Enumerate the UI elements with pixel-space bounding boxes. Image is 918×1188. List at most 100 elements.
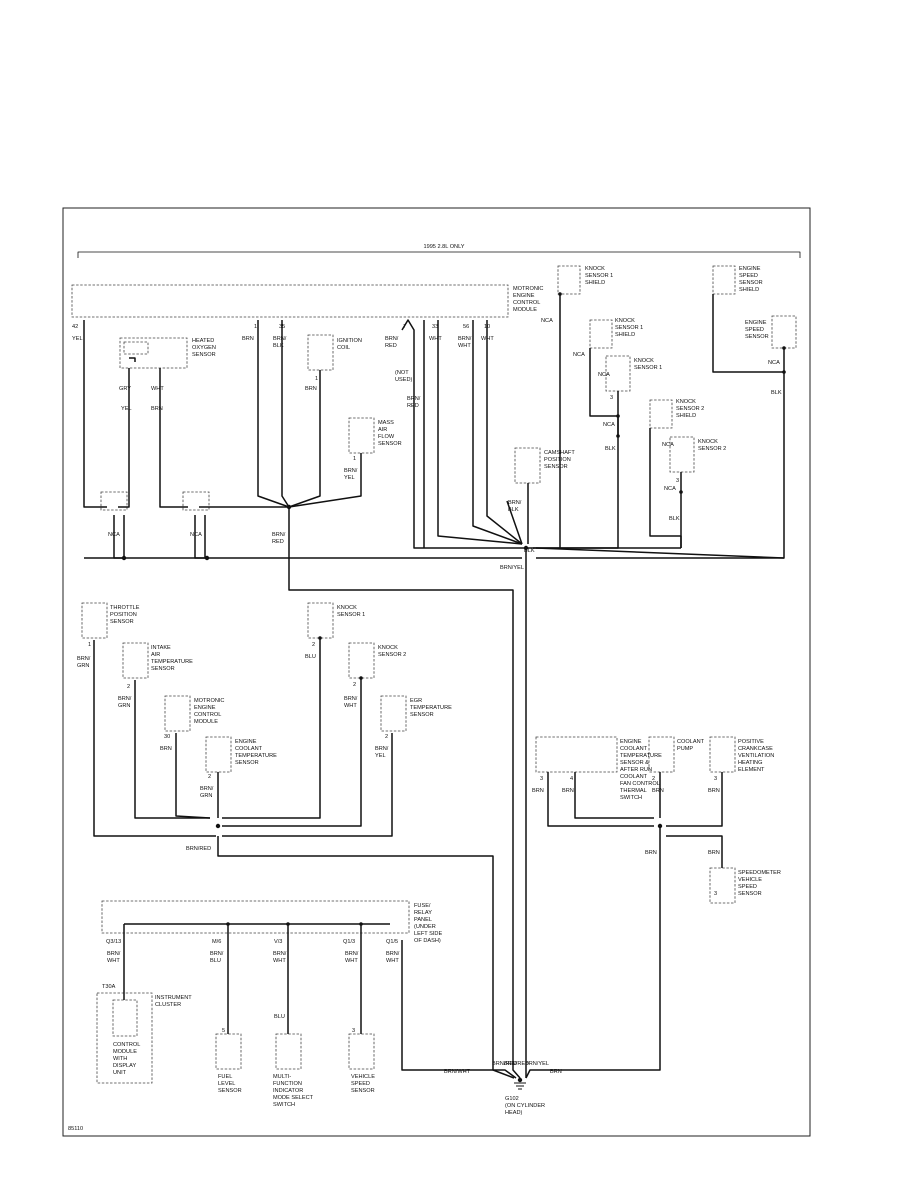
diagram-frame xyxy=(62,207,811,1137)
wire-label-6: 7 xyxy=(403,324,406,330)
wire-label-71: BRN/BLU xyxy=(210,951,224,964)
wire-label-52: 2 xyxy=(353,682,356,688)
knock-sensor-1-shield-box xyxy=(557,265,581,295)
motronic-ecm-box xyxy=(71,284,509,318)
knock-sensor-1-lower-box xyxy=(307,602,334,639)
wire-label-43: BRN/GRN xyxy=(77,656,91,669)
wire-label-58: 4 xyxy=(570,776,573,782)
wire-label-75: BRN/WHT xyxy=(345,951,359,964)
wire-label-12: BRN/WHT xyxy=(458,336,472,349)
wire-label-4: 35 xyxy=(279,324,285,330)
wire-label-76: Q1/5 xyxy=(386,939,398,945)
diagram-title: 1995 2.8L ONLY xyxy=(423,244,464,250)
wire-label-20: BRN xyxy=(305,386,317,392)
wire-label-0: 42 xyxy=(72,324,78,330)
wire-label-28: BLK xyxy=(524,548,535,554)
wire-label-35: BLK xyxy=(605,446,616,452)
lower-wires xyxy=(123,923,517,1079)
engine-speed-sensor-shield-box xyxy=(712,265,736,295)
knock-sensor-1-shield-lower-box xyxy=(589,319,613,349)
control-module-box xyxy=(112,999,138,1037)
wire-label-44: 2 xyxy=(127,684,130,690)
wire-label-32: NCA xyxy=(598,372,610,378)
wire-label-15: GRY xyxy=(119,386,131,392)
wire-label-18: BRN xyxy=(151,406,163,412)
wire-label-54: 2 xyxy=(385,734,388,740)
wire-label-60: BRN xyxy=(562,788,574,794)
wire-label-7: BRN/RED xyxy=(385,336,399,349)
knock-sensor-2-lower-box xyxy=(348,642,375,679)
wire-label-64: BRN xyxy=(708,788,720,794)
wire-label-38: NCA xyxy=(664,486,676,492)
wire-label-55: BRN/YEL xyxy=(375,746,389,759)
wire-label-48: 2 xyxy=(208,774,211,780)
wire-label-41: BLK xyxy=(771,390,782,396)
wire-label-47: BRN xyxy=(160,746,172,752)
wire-label-62: BRN xyxy=(652,788,664,794)
wire-label-3: BRN xyxy=(242,336,254,342)
wire-label-63: 3 xyxy=(714,776,717,782)
wire-label-16: YEL xyxy=(121,406,132,412)
vehicle-speed-sensor-box xyxy=(348,1033,375,1070)
wire-label-80: 5 xyxy=(222,1028,225,1034)
figure-id: 85110 xyxy=(68,1126,83,1132)
wire-label-83: BRN/RED xyxy=(492,1061,517,1067)
wire-label-10: WHT xyxy=(429,336,442,342)
wire-label-13: 10 xyxy=(484,324,490,330)
coolant-pump-box xyxy=(648,736,675,773)
wire-label-45: BRN/GRN xyxy=(118,696,132,709)
wire-label-19: 1 xyxy=(315,376,318,382)
engine-coolant-temperature-sensor-box xyxy=(205,736,232,773)
wire-label-73: BRN/WHT xyxy=(273,951,287,964)
wire-label-17: WHT xyxy=(151,386,164,392)
wire-label-2: 1 xyxy=(254,324,257,330)
wire-label-51: BLU xyxy=(305,654,316,660)
wire-label-61: 2 xyxy=(652,776,655,782)
wire-label-31: NCA xyxy=(573,352,585,358)
wire-label-86: BRN xyxy=(550,1069,562,1075)
wire-label-23: 1 xyxy=(353,456,356,462)
wire-label-42: 1 xyxy=(88,642,91,648)
wire-label-70: M/6 xyxy=(212,939,221,945)
hos-connector-box-2 xyxy=(182,491,210,511)
wire-label-14: WHT xyxy=(481,336,494,342)
engine-speed-sensor-box xyxy=(771,315,797,349)
splice-points xyxy=(121,292,786,1083)
wire-label-85: BRN/YEL xyxy=(525,1061,549,1067)
speedometer-vss-box xyxy=(709,867,736,904)
wire-label-50: 2 xyxy=(312,642,315,648)
egr-temperature-sensor-box xyxy=(380,695,407,732)
wire-label-67: 3 xyxy=(714,891,717,897)
wire-label-29: BRN/YEL xyxy=(500,565,524,571)
wire-label-46: 30 xyxy=(164,734,170,740)
wire-label-79: BLU xyxy=(274,1014,285,1020)
knock-sensor-2-box xyxy=(669,436,695,473)
wire-label-1: YEL xyxy=(72,336,83,342)
wire-label-24: BRN/BLK xyxy=(508,500,522,513)
mass-air-flow-sensor-box xyxy=(348,417,375,454)
